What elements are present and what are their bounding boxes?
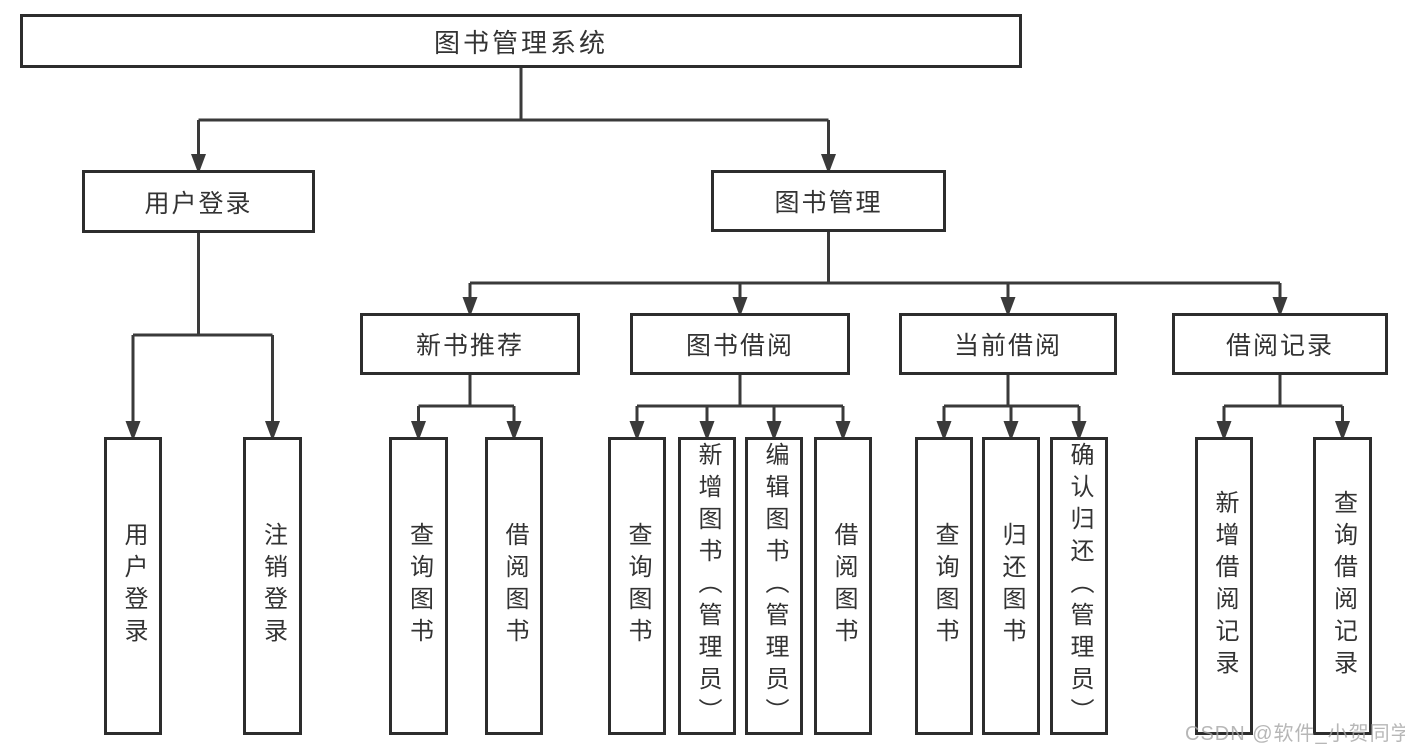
node-label-book-mgmt: 图书管理 [774, 189, 883, 217]
node-label-current-query-book: 查询图书 [931, 522, 958, 650]
node-leaf-user-login: 用户登录 [104, 437, 162, 735]
node-leaf-logout: 注销登录 [243, 437, 302, 735]
node-label-book-borrow: 图书借阅 [685, 332, 794, 360]
node-label-rec-query-book: 查询图书 [405, 522, 433, 650]
node-borrow-edit-book: 编辑图书（管理员） [745, 437, 803, 735]
node-rec-borrow-book: 借阅图书 [485, 437, 543, 735]
node-user-login: 用户登录 [82, 170, 315, 233]
node-new-book-rec: 新书推荐 [360, 313, 580, 375]
node-label-current-confirm-return: 确认归还（管理员） [1066, 442, 1093, 730]
node-label-borrow-borrow-book: 借阅图书 [830, 522, 857, 650]
node-current-return-book: 归还图书 [982, 437, 1040, 735]
node-label-borrow-edit-book: 编辑图书（管理员） [761, 442, 788, 730]
node-label-rec-borrow-book: 借阅图书 [501, 522, 528, 650]
node-borrow-borrow-book: 借阅图书 [814, 437, 872, 735]
node-label-borrow-query-book: 查询图书 [624, 522, 651, 650]
node-borrow-record: 借阅记录 [1172, 313, 1388, 375]
node-label-current-borrow: 当前借阅 [953, 332, 1062, 360]
node-label-root: 图书管理系统 [433, 27, 608, 58]
node-label-leaf-user-login: 用户登录 [120, 522, 147, 650]
node-root: 图书管理系统 [20, 14, 1022, 68]
node-record-query: 查询借阅记录 [1313, 437, 1372, 735]
node-book-borrow: 图书借阅 [630, 313, 850, 375]
node-borrow-query-book: 查询图书 [608, 437, 666, 735]
node-label-leaf-logout: 注销登录 [259, 522, 287, 650]
node-label-user-login: 用户登录 [144, 189, 253, 218]
node-label-record-add: 新增借阅记录 [1211, 490, 1238, 682]
node-label-new-book-rec: 新书推荐 [415, 332, 524, 360]
node-book-mgmt: 图书管理 [711, 170, 946, 232]
node-label-current-return-book: 归还图书 [998, 522, 1025, 650]
node-borrow-add-book: 新增图书（管理员） [678, 437, 736, 735]
node-label-record-query: 查询借阅记录 [1329, 490, 1357, 682]
node-current-confirm-return: 确认归还（管理员） [1050, 437, 1108, 735]
node-current-query-book: 查询图书 [915, 437, 973, 735]
node-label-borrow-add-book: 新增图书（管理员） [694, 442, 721, 730]
node-label-borrow-record: 借阅记录 [1225, 332, 1334, 360]
node-rec-query-book: 查询图书 [389, 437, 448, 735]
node-record-add: 新增借阅记录 [1195, 437, 1253, 735]
node-current-borrow: 当前借阅 [899, 313, 1117, 375]
